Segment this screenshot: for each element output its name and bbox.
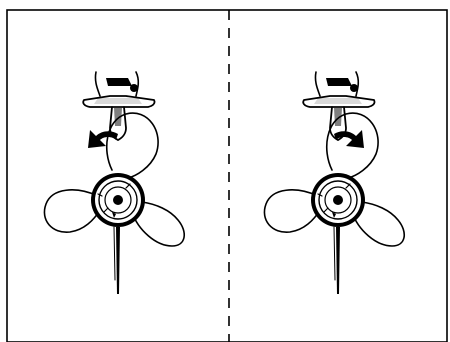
right-panel xyxy=(263,71,406,295)
curved-arrow-left-icon xyxy=(88,130,118,148)
propeller-icon xyxy=(263,71,406,295)
left-panel xyxy=(43,71,186,295)
propeller-icon xyxy=(43,71,186,295)
figure-frame xyxy=(6,9,448,342)
